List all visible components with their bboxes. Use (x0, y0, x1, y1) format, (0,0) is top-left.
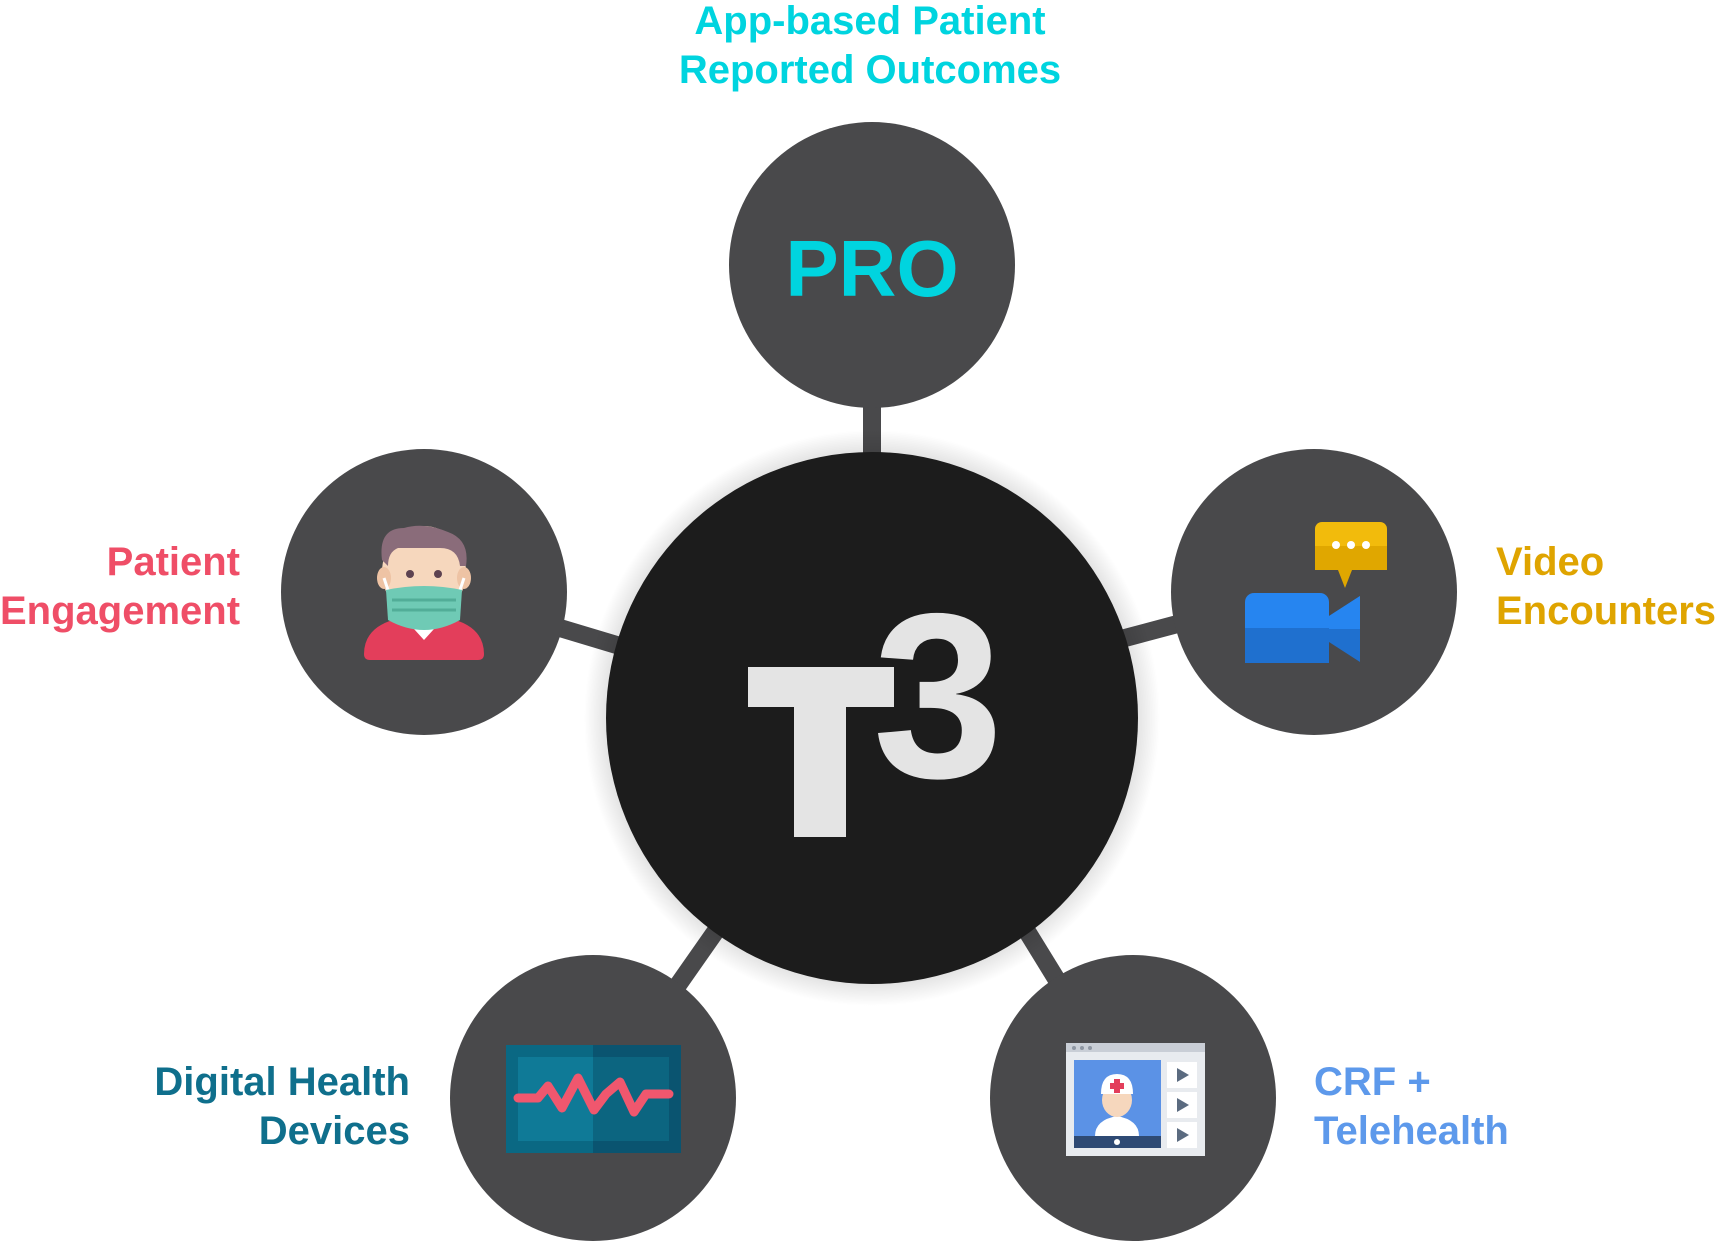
node-label-devices: Digital Health Devices (100, 1058, 410, 1156)
node-label-engagement-line-2: Engagement (0, 589, 241, 633)
node-circle-video (1171, 449, 1457, 735)
node-label-crf-line-2: Telehealth (1314, 1109, 1509, 1153)
video-camera-chat-icon (1245, 522, 1387, 663)
node-label-video-line-2: Encounters (1496, 589, 1715, 633)
t3-logo-superscript: 3 (873, 564, 1004, 827)
t3-logo: T 3 (748, 564, 1003, 837)
node-label-devices-line-2: Devices (258, 1109, 410, 1153)
node-circle-pro (729, 122, 1015, 408)
node-label-video: Video Encounters (1496, 538, 1715, 636)
telehealth-doctor-screen-icon (1066, 1043, 1205, 1156)
masked-patient-icon (364, 525, 484, 660)
node-label-pro-line-2: Reported Outcomes (678, 48, 1062, 92)
pro-text-icon: PRO (785, 224, 958, 313)
node-label-engagement: Patient Engagement (0, 538, 240, 636)
node-label-devices-line-1: Digital Health (154, 1060, 410, 1104)
hub-circle (606, 452, 1138, 984)
node-label-pro-line-1: App-based Patient (694, 0, 1046, 43)
node-label-engagement-line-1: Patient (106, 540, 240, 584)
node-label-crf-line-1: CRF + (1314, 1060, 1431, 1104)
node-label-video-line-1: Video (1496, 540, 1605, 584)
node-label-crf: CRF + Telehealth (1314, 1058, 1509, 1156)
t3-logo-stem (794, 667, 846, 837)
node-label-pro: App-based Patient Reported Outcomes (590, 0, 1150, 95)
heart-monitor-icon (506, 1045, 681, 1153)
